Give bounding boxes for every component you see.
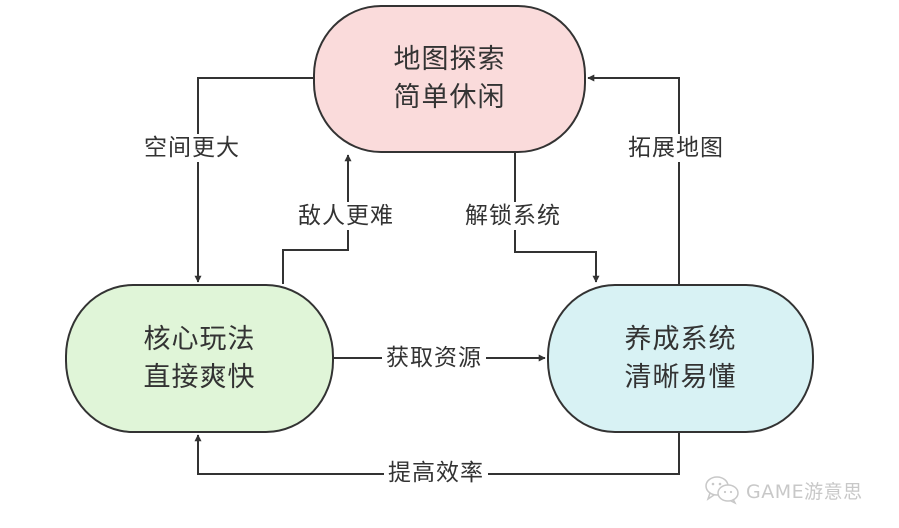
edge-label-harder-enemies: 敌人更难 (294, 202, 398, 230)
watermark: GAME游意思 (704, 475, 863, 505)
watermark-text: GAME游意思 (746, 480, 863, 503)
node-growth-line2: 清晰易懂 (624, 361, 737, 393)
wechat-icon (705, 476, 739, 505)
node-core-line1: 核心玩法 (143, 323, 256, 355)
node-explore-line1: 地图探索 (393, 44, 506, 75)
edge-explore-to-core (194, 77, 313, 283)
node-growth-system: 养成系统 清晰易懂 (547, 284, 814, 433)
node-core-gameplay: 核心玩法 直接爽快 (65, 284, 334, 433)
edge-label-improve-efficiency: 提高效率 (384, 459, 488, 487)
node-map-exploration: 地图探索 简单休闲 (313, 5, 586, 153)
edge-growth-to-explore (587, 74, 680, 284)
edge-label-gain-resources: 获取资源 (382, 344, 486, 372)
edge-label-bigger-space: 空间更大 (140, 134, 244, 162)
node-core-line2: 直接爽快 (143, 361, 256, 393)
edge-label-unlock-system: 解锁系统 (461, 202, 565, 230)
node-explore-line2: 简单休闲 (393, 82, 506, 113)
node-growth-line1: 养成系统 (624, 323, 737, 355)
edge-label-expand-map: 拓展地图 (624, 134, 728, 162)
